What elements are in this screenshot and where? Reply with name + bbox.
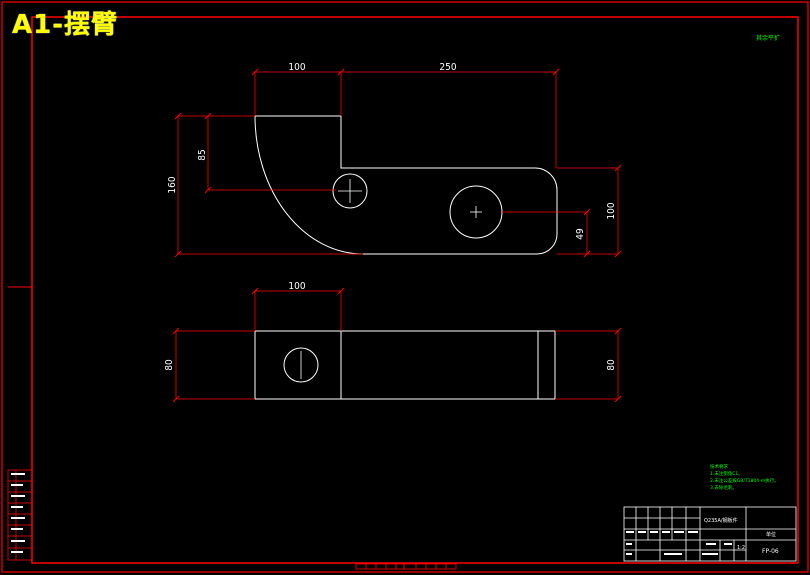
bottom-view	[254, 330, 556, 400]
left-binding-table	[7, 469, 33, 561]
front-dimensions	[177, 71, 619, 255]
small-hole	[332, 173, 368, 209]
title-block-drawing-no: FP-06	[762, 548, 779, 555]
drawing-title: A1-摆臂	[12, 10, 119, 40]
dim-front-top-left: 100	[288, 62, 305, 73]
dim-bottom-right: 80	[606, 359, 617, 371]
dim-front-right-outer: 100	[606, 202, 617, 219]
bottom-dimensions	[175, 290, 619, 400]
part-outline-bottom	[254, 330, 556, 400]
front-view	[254, 115, 558, 255]
tech-note-line: 2.未注公差按GB/T1804-m执行。	[710, 479, 779, 484]
dim-front-right-inner: 49	[575, 228, 586, 240]
tech-note-line: 3.去除毛刺。	[710, 486, 737, 491]
technical-requirements: 技术要求 1.未注倒角C1。 2.未注公差按GB/T1804-m执行。 3.去除…	[710, 464, 779, 492]
bottom-dim-ticks	[172, 287, 622, 403]
dim-front-top-right: 250	[439, 62, 456, 73]
hole-side-view	[283, 347, 319, 383]
part-outline-front	[254, 115, 558, 255]
title-block-unit: 单位	[766, 532, 777, 538]
front-center-marks	[338, 179, 482, 218]
tech-notes-heading: 技术要求	[710, 465, 728, 470]
title-block	[623, 506, 797, 562]
surface-finish-note: 其余平扩	[756, 35, 781, 42]
title-block-glyphs	[626, 531, 732, 555]
title-block-scale: 1:2	[737, 545, 746, 551]
dim-bottom-top: 100	[288, 281, 305, 292]
dim-front-left-inner: 85	[197, 149, 208, 160]
front-dim-ticks	[174, 68, 622, 258]
inner-border	[31, 16, 799, 564]
bottom-scale-strip	[355, 563, 457, 570]
dim-front-left-outer: 160	[167, 176, 178, 193]
title-block-material: Q235A/钢板件	[704, 518, 738, 524]
dim-bottom-left: 80	[164, 359, 175, 371]
tech-note-line: 1.未注倒角C1。	[710, 472, 743, 477]
